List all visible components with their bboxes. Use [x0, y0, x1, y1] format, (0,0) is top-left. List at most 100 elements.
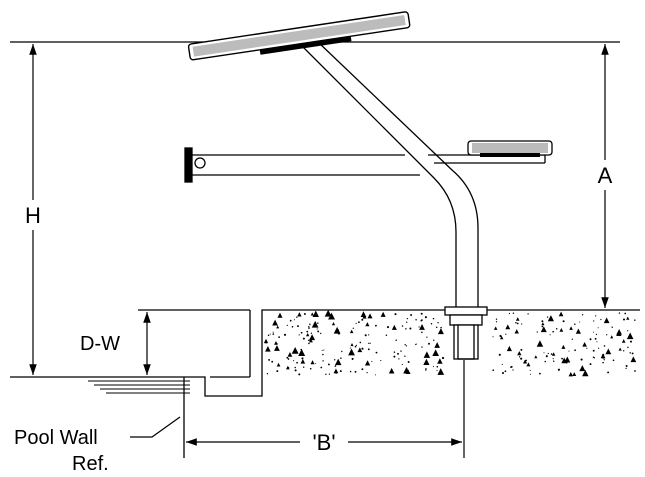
concrete-speckle [359, 341, 362, 344]
concrete-speckle [323, 349, 325, 351]
concrete-speckle [549, 334, 551, 336]
concrete-speckle [420, 319, 423, 322]
concrete-speckle [300, 331, 303, 334]
concrete-speckle [595, 315, 597, 317]
concrete-speckle [393, 351, 396, 353]
concrete-speckle [592, 331, 594, 333]
h-label: H [25, 203, 41, 228]
concrete-speckle [508, 312, 511, 315]
concrete-speckle [492, 336, 494, 338]
concrete-speckle [506, 345, 512, 352]
concrete-speckle [291, 325, 294, 328]
concrete-speckle [407, 361, 410, 363]
concrete-speckle [265, 346, 271, 352]
concrete-speckle [331, 321, 336, 326]
concrete-speckle [374, 324, 377, 327]
concrete-speckle [437, 328, 444, 335]
concrete-speckle [544, 360, 546, 363]
concrete-speckle [515, 317, 520, 321]
concrete-speckle [385, 334, 388, 336]
concrete-speckle [518, 356, 521, 358]
concrete-speckle [287, 352, 293, 357]
concrete-speckle [595, 333, 598, 336]
concrete-speckle [361, 347, 364, 350]
concrete-speckle [529, 369, 531, 371]
concrete-speckle [541, 325, 544, 328]
concrete-speckle [367, 342, 370, 344]
concrete-speckle [358, 321, 360, 324]
concrete-speckle [561, 357, 568, 364]
concrete-speckle [312, 310, 319, 318]
concrete-speckle [361, 318, 364, 321]
concrete-speckle [436, 370, 438, 372]
concrete-speckle [401, 363, 403, 366]
concrete-speckle [339, 370, 342, 373]
concrete-speckle [421, 346, 423, 348]
concrete-speckle [526, 362, 531, 367]
concrete-speckle [517, 350, 522, 356]
concrete-speckle [441, 356, 445, 360]
concrete-speckle [371, 360, 373, 362]
concrete-speckle [266, 373, 269, 375]
concrete-speckle [634, 319, 636, 321]
concrete-speckle [328, 312, 335, 320]
concrete-speckle [424, 316, 427, 319]
concrete-speckle [298, 334, 300, 336]
b-label-mask [300, 428, 348, 456]
concrete-speckle [297, 325, 299, 328]
concrete-speckle [293, 319, 295, 321]
concrete-speckle [574, 323, 576, 325]
concrete-speckle [274, 345, 280, 351]
concrete-speckle [440, 326, 442, 329]
concrete-speckle [400, 350, 402, 352]
concrete-speckle [271, 360, 274, 363]
concrete-speckle [592, 356, 595, 358]
concrete-speckle [322, 360, 324, 362]
concrete-speckle [512, 312, 515, 314]
concrete-speckle [594, 337, 597, 340]
concrete-speckle [286, 356, 289, 359]
concrete-speckle [627, 330, 629, 332]
concrete-speckle [579, 365, 586, 372]
anchor-base [444, 306, 488, 360]
concrete-speckle [505, 333, 507, 335]
concrete-speckle [616, 330, 622, 337]
concrete-speckle [610, 335, 614, 339]
concrete-speckle [395, 339, 397, 341]
concrete-speckle [401, 325, 404, 327]
ref-label: Ref. [72, 453, 109, 475]
concrete-speckle [364, 334, 367, 337]
concrete-speckle [499, 334, 502, 338]
h-label-mask [18, 200, 48, 230]
concrete-speckle [302, 366, 305, 368]
concrete-speckle [547, 352, 549, 355]
concrete-speckle [568, 350, 570, 352]
concrete-speckle [369, 342, 371, 345]
concrete-speckle [367, 348, 370, 351]
concrete-speckle [430, 322, 433, 325]
concrete-speckle [274, 340, 278, 345]
concrete-speckle [310, 332, 313, 334]
concrete-speckle [525, 359, 528, 362]
concrete-speckle [286, 365, 290, 370]
concrete-speckle [357, 347, 363, 353]
concrete-speckle [543, 352, 545, 354]
concrete-speckle [575, 328, 581, 334]
concrete-speckle [603, 345, 606, 347]
concrete-speckle [541, 320, 544, 323]
concrete-speckle [272, 331, 274, 333]
concrete-speckle [268, 358, 271, 361]
concrete-speckle [294, 369, 297, 372]
top-platform [187, 11, 411, 61]
concrete-speckle [579, 321, 581, 323]
concrete-speckle [333, 359, 336, 361]
concrete-speckle [391, 324, 397, 330]
concrete-speckle [386, 326, 390, 329]
concrete-speckle [324, 309, 332, 317]
concrete-speckle [582, 369, 589, 377]
concrete-speckle [403, 366, 410, 374]
concrete-speckle [317, 330, 320, 333]
concrete-speckle [552, 360, 555, 362]
concrete-speckle [308, 339, 310, 342]
dw-label: D-W [80, 333, 120, 355]
